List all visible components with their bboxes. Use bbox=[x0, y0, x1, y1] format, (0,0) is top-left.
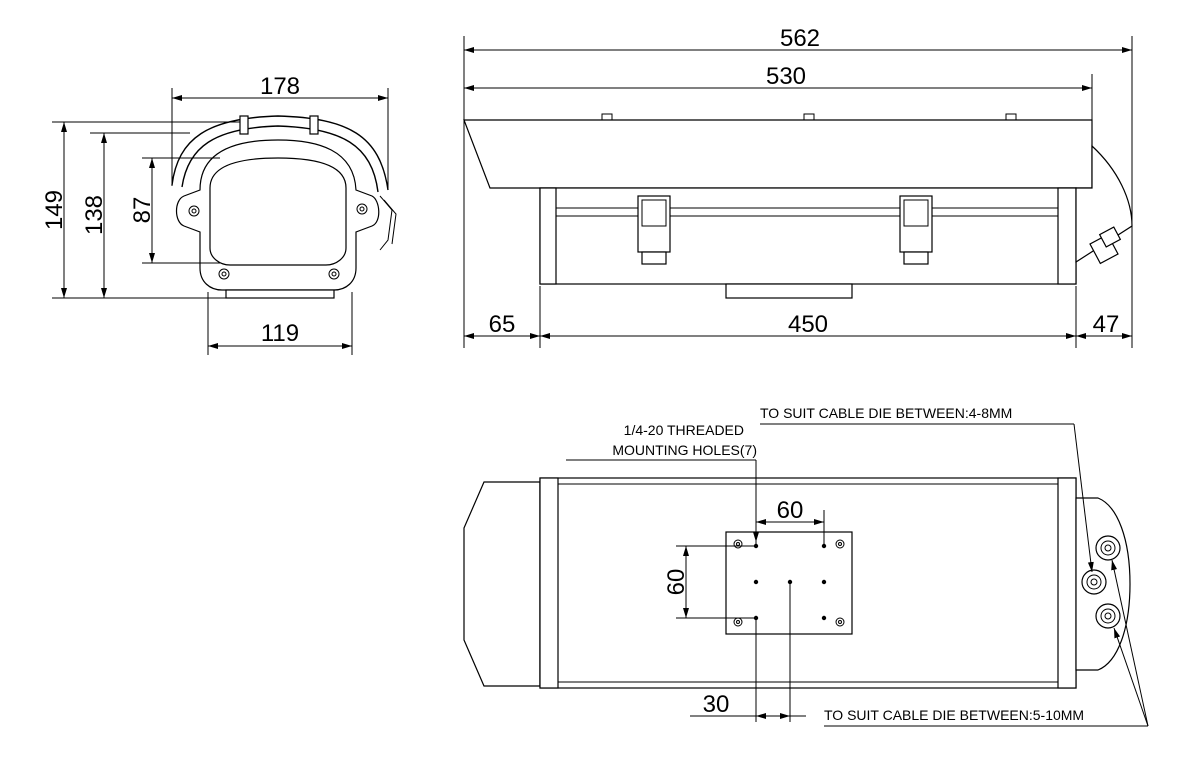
dim-47: 47 bbox=[1093, 311, 1120, 338]
side-view bbox=[463, 36, 1133, 348]
dim-450: 450 bbox=[788, 311, 828, 338]
cable-large-leader-1 bbox=[1111, 559, 1149, 727]
mounting-holes-note-line1: 1/4-20 THREADED bbox=[624, 422, 744, 438]
dim-60-vertical: 60 bbox=[663, 569, 690, 596]
mounting-holes-note-line2: MOUNTING HOLES(7) bbox=[612, 442, 757, 458]
cable-small-note: TO SUIT CABLE DIE BETWEEN:4-8MM bbox=[760, 405, 1012, 421]
dim-178: 178 bbox=[260, 73, 300, 100]
dim-30: 30 bbox=[703, 691, 730, 718]
dim-65: 65 bbox=[489, 311, 516, 338]
dim-119: 119 bbox=[261, 320, 299, 347]
dim-530: 530 bbox=[766, 63, 806, 90]
dim-87: 87 bbox=[129, 197, 156, 224]
front-view bbox=[52, 88, 397, 355]
cable-large-note: TO SUIT CABLE DIE BETWEEN:5-10MM bbox=[824, 707, 1084, 723]
dim-562: 562 bbox=[780, 25, 820, 52]
bottom-view bbox=[463, 477, 1131, 722]
dim-149: 149 bbox=[41, 190, 68, 230]
dim-60-horizontal: 60 bbox=[777, 497, 804, 524]
cable-small-leader bbox=[1073, 423, 1094, 573]
cable-large-leader-2 bbox=[1113, 627, 1149, 727]
dim-138: 138 bbox=[81, 195, 108, 235]
